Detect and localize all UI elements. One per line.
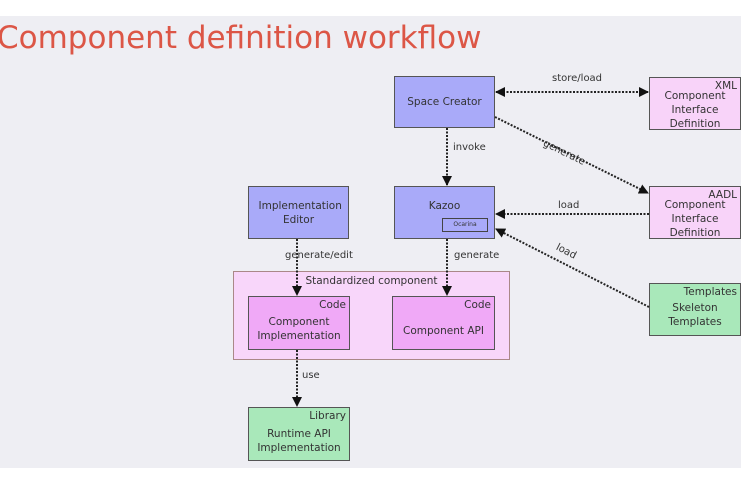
component-api-node: Code Component API bbox=[392, 296, 495, 350]
ocarina-subnode: Ocarina bbox=[442, 218, 488, 232]
use-label: use bbox=[302, 370, 320, 381]
node-label: Space Creator bbox=[407, 96, 482, 108]
templates-node: Templates Skeleton Templates bbox=[649, 283, 741, 336]
node-label: Kazoo bbox=[428, 199, 461, 212]
node-tag: AADL bbox=[708, 189, 737, 201]
load-templates-arrow bbox=[495, 228, 650, 308]
component-implementation-node: Code Component Implementation bbox=[248, 296, 350, 350]
invoke-label: invoke bbox=[453, 142, 486, 153]
space-creator-node: Space Creator bbox=[394, 76, 495, 128]
node-label: Runtime API Implementation bbox=[257, 428, 341, 454]
node-tag: Templates bbox=[683, 286, 737, 298]
node-tag: Code bbox=[464, 299, 491, 311]
node-label: Skeleton Templates bbox=[668, 301, 722, 328]
group-label: Standardized component bbox=[305, 275, 438, 287]
generate-api-label: generate bbox=[454, 250, 500, 261]
store-load-label: store/load bbox=[552, 73, 603, 84]
node-tag: Library bbox=[309, 410, 346, 422]
node-label: Implementation Editor bbox=[258, 199, 342, 226]
node-label: Component Interface Definition bbox=[664, 198, 726, 239]
node-tag: Code bbox=[319, 299, 346, 311]
load-aadl-label: load bbox=[558, 200, 580, 211]
node-label: Component Interface Definition bbox=[664, 89, 726, 130]
xml-interface-definition-node: XML Component Interface Definition bbox=[649, 77, 741, 130]
aadl-interface-definition-node: AADL Component Interface Definition bbox=[649, 186, 741, 239]
kazoo-node: Kazoo Ocarina bbox=[394, 186, 495, 239]
page-title: Component definition workflow bbox=[0, 20, 482, 56]
node-label: Component Implementation bbox=[257, 316, 341, 342]
generate-aadl-arrow bbox=[494, 116, 649, 194]
runtime-api-node: Library Runtime API Implementation bbox=[248, 407, 350, 461]
implementation-editor-node: Implementation Editor bbox=[248, 186, 349, 239]
node-tag: XML bbox=[714, 80, 737, 92]
node-label: Component API bbox=[403, 325, 484, 337]
generate-edit-label: generate/edit bbox=[285, 250, 353, 261]
